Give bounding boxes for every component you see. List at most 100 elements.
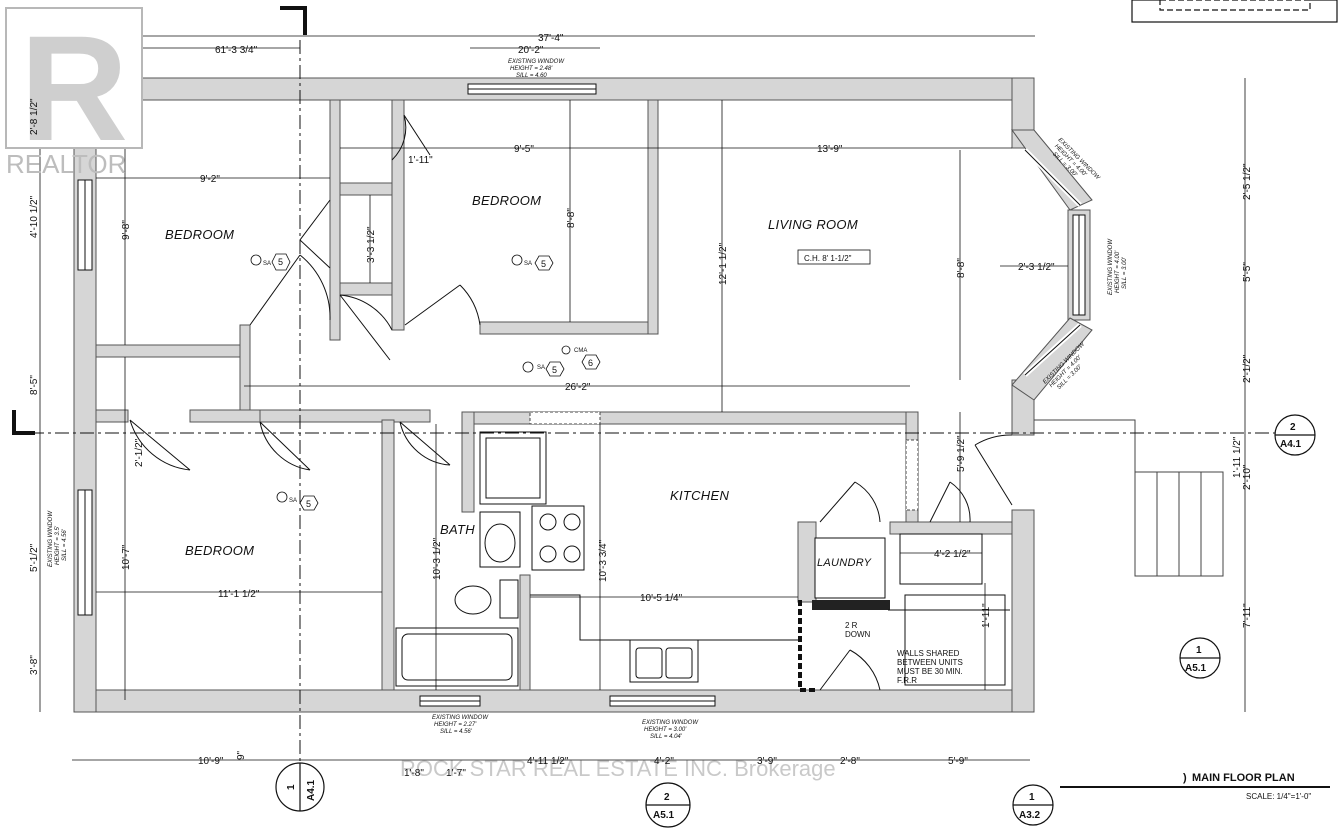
window-note-line: EXISTING WINDOW — [432, 715, 489, 721]
smoke-detector-label: SA — [289, 498, 297, 504]
window-note-line: EXISTING WINDOW — [1108, 238, 1114, 295]
dimension-label: 8'-8" — [566, 208, 577, 228]
window-note-bath: EXISTING WINDOW HEIGHT = 2.27' SILL = 4.… — [432, 715, 489, 735]
window-note-left: EXISTING WINDOW HEIGHT = 3.5' SILL = 4.5… — [48, 510, 68, 567]
stair-label-risers: 2 R — [845, 621, 858, 630]
dimension-label: 3'-9" — [757, 756, 777, 767]
section-num: 1 — [286, 784, 297, 790]
dimension-label: 5'-9 1/2" — [956, 435, 967, 472]
section-ref: A5.1 — [653, 810, 675, 821]
dimension-label: 2'-1/2" — [1242, 354, 1253, 383]
room-label-bath: BATH — [440, 522, 475, 537]
smoke-detector-label: SA — [537, 365, 545, 371]
exterior-walls — [73, 77, 1093, 713]
realtor-wordmark: REALTOR — [6, 149, 126, 179]
co-detector-label: CMA — [574, 348, 587, 354]
section-lines — [30, 40, 1300, 800]
wall-note-line: F.R.R — [897, 676, 917, 685]
brokerage-watermark: ROCK STAR REAL ESTATE INC. Brokerage — [400, 756, 836, 781]
dimension-label: 1'-11" — [408, 155, 433, 166]
window-note-line: SILL = 3.00' — [1122, 256, 1128, 289]
dimension-label: 9'-8" — [121, 220, 132, 240]
dimension-label: 8'-5" — [29, 375, 40, 395]
section-ref: A4.1 — [1280, 439, 1302, 450]
smoke-detector-label: SA — [524, 261, 532, 267]
dimension-label: 12'-1 1/2" — [718, 242, 729, 285]
detector-tag: 5 — [278, 257, 283, 267]
dimension-label: 4'-2" — [654, 756, 674, 767]
window-note-bay-mid: EXISTING WINDOW HEIGHT = 4.00' SILL = 3.… — [1108, 238, 1128, 295]
room-label-laundry: LAUNDRY — [817, 557, 872, 569]
dimension-label: 5'-5" — [1242, 262, 1253, 282]
dimension-label: 37'-4" — [538, 33, 564, 44]
dimension-label: 2'-3 1/2" — [1018, 262, 1055, 273]
dimension-label: 2'-1/2" — [134, 438, 145, 467]
dimension-label: 5'-9" — [948, 756, 968, 767]
window-note-line: SILL = 4.60 — [516, 73, 547, 79]
plan-scale: SCALE: 1/4"=1'-0" — [1246, 792, 1311, 801]
dimension-label: 13'-9" — [817, 144, 843, 155]
shared-wall-note: WALLS SHARED BETWEEN UNITS MUST BE 30 MI… — [897, 649, 963, 685]
dimension-lines — [39, 35, 1246, 761]
dimension-label: 8'-8" — [956, 258, 967, 278]
dimension-label: 1'-11" — [981, 603, 992, 628]
dimension-label: 9'-2" — [200, 174, 220, 185]
ceiling-height-label: C.H. 8' 1-1/2" — [804, 254, 852, 263]
realtor-logo — [5, 7, 143, 149]
dimension-label: 3'-3 1/2" — [366, 226, 377, 263]
dimension-label: 4'-11 1/2" — [527, 756, 569, 767]
dimension-label: 9" — [236, 750, 247, 760]
room-label-bedroom-3: BEDROOM — [185, 543, 254, 558]
smoke-detectors — [250, 253, 601, 511]
detector-tag: 5 — [541, 259, 546, 269]
stair-label-direction: DOWN — [845, 630, 871, 639]
dimension-label: 20'-2" — [518, 45, 544, 56]
plan-title: MAIN FLOOR PLAN — [1192, 772, 1295, 784]
fire-rated-wall — [798, 600, 1010, 692]
wall-note-line: MUST BE 30 MIN. — [897, 667, 963, 676]
detector-tag: 6 — [588, 358, 593, 368]
realtor-r-mark: R — [20, 4, 128, 172]
room-label-living-room: LIVING ROOM — [768, 217, 858, 232]
window-note-line: HEIGHT = 2.27' — [434, 722, 477, 728]
window-note-line: SILL = 4.04' — [650, 734, 683, 740]
dimension-label: 7'-11" — [1242, 603, 1253, 628]
window-note-top: EXISTING WINDOW HEIGHT = 2.48' SILL = 4.… — [508, 59, 565, 79]
dimension-label: 2'-5 1/2" — [1242, 163, 1253, 200]
room-label-bedroom-2: BEDROOM — [472, 193, 541, 208]
smoke-detector-label: SA — [263, 261, 271, 267]
window-note-line: HEIGHT = 3.5' — [55, 525, 61, 565]
dimension-label: 10'-9" — [198, 756, 224, 767]
dimension-label: 26'-2" — [565, 382, 591, 393]
section-ref: A5.1 — [1185, 663, 1207, 674]
window-note-line: HEIGHT = 2.48' — [510, 66, 553, 72]
section-ref: A3.2 — [1019, 810, 1041, 821]
wall-note-line: WALLS SHARED — [897, 649, 960, 658]
window-note-line: HEIGHT = 3.00' — [644, 727, 687, 733]
wall-note-line: BETWEEN UNITS — [897, 658, 963, 667]
dimension-label: 11'-1 1/2" — [218, 589, 260, 600]
dimension-label: 3'-8" — [29, 655, 40, 675]
window-note-line: EXISTING WINDOW — [642, 720, 699, 726]
window-note-line: EXISTING WINDOW — [508, 59, 565, 65]
window-note-bay-upper: EXISTING WINDOW HEIGHT = 4.00' SILL = 3.… — [1051, 137, 1101, 182]
section-marker-bottom-left: 1 A4.1 — [286, 779, 317, 801]
dimension-label: 10'-7" — [121, 544, 132, 570]
vertical-dimensions: 2'-8 1/2" 4'-10 1/2" 8'-5" 5'-1/2" 3'-8"… — [29, 98, 1253, 760]
dimension-label: 10'-3 3/4" — [598, 539, 609, 582]
windows — [77, 83, 1086, 707]
dimension-label: 1'-8" — [404, 768, 424, 779]
detector-tag: 5 — [552, 365, 557, 375]
dimension-label: 9'-5" — [514, 144, 534, 155]
section-num: 2 — [1290, 422, 1296, 433]
dimension-label: 4'-2 1/2" — [934, 549, 971, 560]
dimension-label: 5'-1/2" — [29, 543, 40, 572]
section-num: 1 — [1029, 792, 1035, 803]
section-num: 2 — [664, 792, 670, 803]
exterior-steps — [529, 411, 1224, 577]
section-num: 1 — [1196, 645, 1202, 656]
dimension-label: 10'-3 1/2" — [432, 537, 443, 580]
